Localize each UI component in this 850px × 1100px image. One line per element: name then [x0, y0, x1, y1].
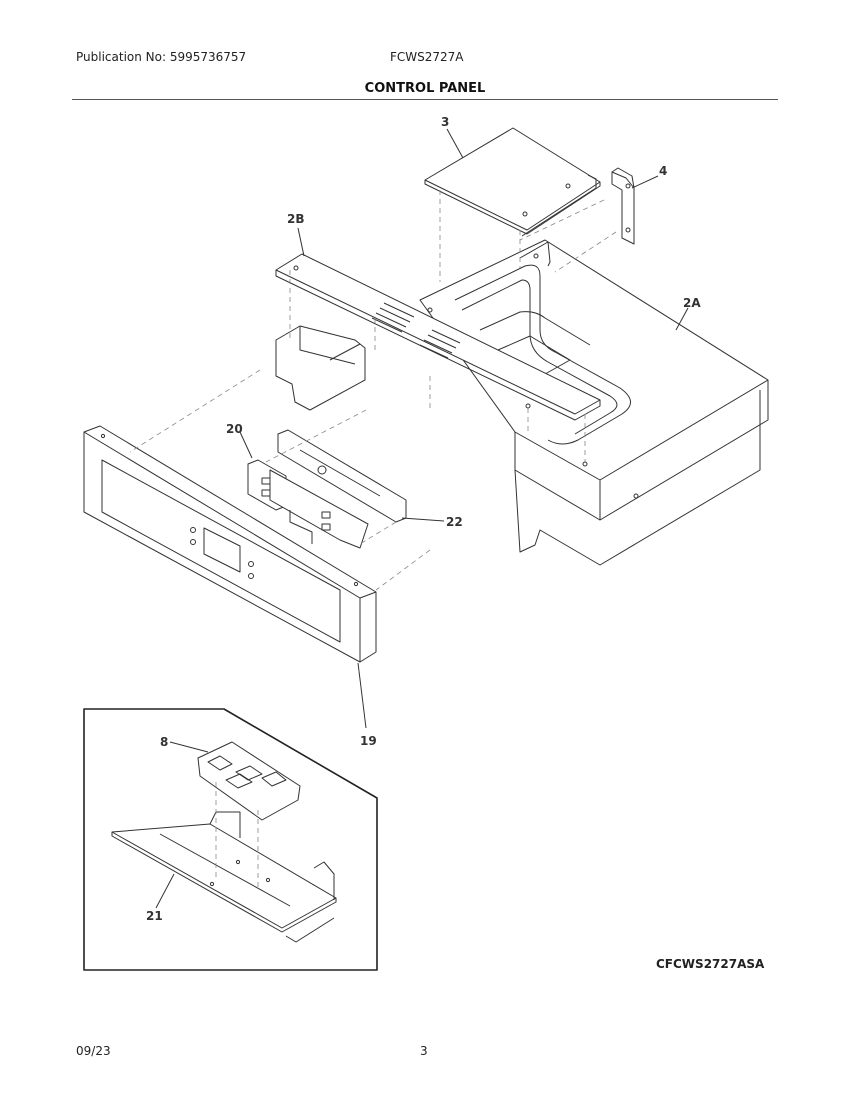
side-bracket [275, 325, 366, 411]
inset-frame [83, 708, 378, 971]
header-rule [72, 99, 778, 100]
section-title: CONTROL PANEL [364, 81, 486, 96]
page-number: 3 [420, 1044, 428, 1058]
callout-8: 8 [160, 735, 168, 749]
callout-19: 19 [360, 734, 377, 748]
model-number: FCWS2727A [390, 50, 464, 64]
part-3-cover-plate [424, 127, 601, 237]
part-2b-top-bar [275, 253, 601, 421]
part-4-bracket [611, 167, 635, 245]
callout-2a: 2A [683, 296, 701, 310]
callout-2b: 2B [287, 212, 305, 226]
callout-20: 20 [226, 422, 243, 436]
callout-3: 3 [441, 115, 449, 129]
callout-4: 4 [659, 164, 667, 178]
part-19-front-panel [83, 425, 377, 663]
part-8-control-board [197, 741, 301, 821]
publication-number: Publication No: 5995736757 [76, 50, 247, 64]
part-21-mounting-tray [111, 811, 337, 943]
figure-code: CFCWS2727ASA [656, 957, 765, 971]
callout-21: 21 [146, 909, 163, 923]
part-22-switch-bracket [269, 429, 407, 549]
footer-date: 09/23 [76, 1044, 111, 1058]
part-2a-housing [419, 239, 769, 566]
callout-22: 22 [446, 515, 463, 529]
